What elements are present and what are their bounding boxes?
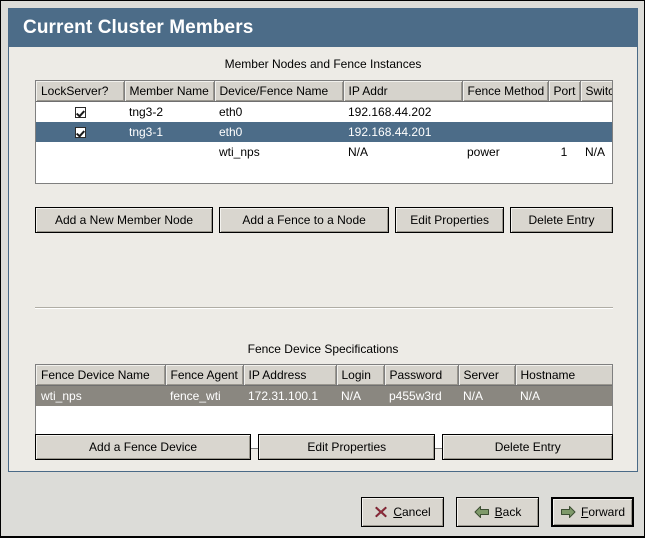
panel-body: Member Nodes and Fence Instances LockSer… (9, 47, 637, 471)
cell-fence-agent: fence_wti (165, 385, 243, 406)
column-header-hostname[interactable]: Hostname (515, 365, 612, 386)
cancel-mnemonic: C (393, 505, 402, 519)
add-fence-to-node-button[interactable]: Add a Fence to a Node (219, 207, 390, 233)
members-section-caption: Member Nodes and Fence Instances (224, 57, 422, 71)
member-nodes-grid: LockServer? Member Name Device/Fence Nam… (36, 81, 612, 162)
column-header-login[interactable]: Login (336, 365, 385, 386)
forward-rest: orward (588, 505, 626, 519)
fence-devices-grid: Fence Device Name Fence Agent IP Address… (36, 365, 612, 406)
cell-member-name: tng3-2 (129, 104, 164, 119)
page-title: Current Cluster Members (23, 17, 254, 38)
cell-fence-method (462, 121, 548, 142)
section-separator (35, 307, 613, 309)
cell-ip-addr: 192.168.44.201 (343, 121, 462, 142)
cell-lockserver[interactable] (36, 102, 124, 122)
add-fence-device-button[interactable]: Add a Fence Device (35, 434, 252, 460)
member-edit-properties-button[interactable]: Edit Properties (395, 207, 505, 233)
cell-fence-device-name: wti_nps (36, 385, 165, 406)
member-actions-toolbar: Add a New Member Node Add a Fence to a N… (35, 207, 613, 233)
cell-port (548, 102, 580, 122)
close-x-icon (374, 505, 388, 519)
cell-server: N/A (458, 385, 515, 406)
cell-lockserver[interactable] (36, 142, 124, 162)
cell-switch (580, 102, 612, 122)
cell-member-name (124, 142, 214, 162)
fence-devices-table[interactable]: Fence Device Name Fence Agent IP Address… (35, 364, 613, 449)
forward-button-label: Forward (581, 505, 625, 519)
cancel-button-label: Cancel (393, 505, 430, 519)
druid-panel: Current Cluster Members Member Nodes and… (8, 8, 638, 472)
column-header-password[interactable]: Password (384, 365, 459, 386)
column-header-device-fence-name[interactable]: Device/Fence Name (214, 81, 344, 102)
cell-member-name: tng3-1 (124, 121, 214, 142)
cell-device-fence-name: eth0 (219, 104, 243, 119)
column-header-ip-addr[interactable]: IP Addr (343, 81, 463, 102)
cell-switch (580, 121, 612, 142)
fence-edit-properties-button[interactable]: Edit Properties (258, 434, 436, 460)
cancel-button[interactable]: Cancel (361, 497, 444, 527)
fence-actions-toolbar: Add a Fence Device Edit Properties Delet… (35, 434, 613, 460)
lockserver-checkbox[interactable] (74, 107, 86, 119)
table-row[interactable]: tng3-2 eth0 192.168.44.202 (36, 102, 612, 122)
cell-password: p455w3rd (384, 385, 458, 406)
cell-fence-method (462, 102, 548, 122)
member-delete-entry-button[interactable]: Delete Entry (510, 207, 613, 233)
column-header-fence-device-name[interactable]: Fence Device Name (36, 365, 166, 386)
member-nodes-table[interactable]: LockServer? Member Name Device/Fence Nam… (35, 80, 613, 184)
back-button[interactable]: Back (456, 497, 539, 527)
cell-device-fence-name: eth0 (214, 121, 343, 142)
table-row[interactable]: tng3-1 eth0 192.168.44.201 (36, 121, 612, 142)
cell-fence-method: power (467, 144, 500, 159)
arrow-right-icon (560, 505, 576, 519)
forward-mnemonic: F (580, 505, 589, 519)
column-header-member-name[interactable]: Member Name (124, 81, 215, 102)
dialog-footer: Cancel Back Forward (1, 472, 645, 538)
cell-device-fence-name: wti_nps (219, 144, 260, 159)
cell-login: N/A (336, 385, 384, 406)
table-header-row: LockServer? Member Name Device/Fence Nam… (36, 81, 612, 102)
lockserver-checkbox[interactable] (74, 126, 86, 138)
cell-ip-addr: 192.168.44.202 (348, 104, 432, 119)
column-header-ip-address[interactable]: IP Address (243, 365, 337, 386)
cell-switch: N/A (585, 144, 606, 159)
cell-ip-address: 172.31.100.1 (243, 385, 336, 406)
forward-button[interactable]: Forward (551, 497, 634, 527)
fence-delete-entry-button[interactable]: Delete Entry (442, 434, 613, 460)
back-mnemonic: B (494, 505, 503, 519)
cell-port (548, 121, 580, 142)
cell-hostname: N/A (515, 385, 612, 406)
add-new-member-node-button[interactable]: Add a New Member Node (35, 207, 214, 233)
column-header-switch[interactable]: Switch (580, 81, 612, 102)
arrow-left-icon (474, 505, 490, 519)
cell-port: 1 (560, 144, 568, 159)
column-header-server[interactable]: Server (458, 365, 516, 386)
column-header-fence-agent[interactable]: Fence Agent (165, 365, 244, 386)
cancel-rest: ancel (401, 505, 431, 519)
column-header-lockserver[interactable]: LockServer? (36, 81, 125, 102)
back-rest: ack (502, 505, 522, 519)
cell-lockserver[interactable] (36, 121, 124, 142)
table-row[interactable]: wti_nps N/A power 1 N/A (36, 142, 612, 162)
navigation-buttons: Cancel Back Forward (361, 497, 634, 527)
column-header-fence-method[interactable]: Fence Method (462, 81, 549, 102)
fence-section-caption: Fence Device Specifications (247, 342, 399, 356)
table-row[interactable]: wti_nps fence_wti 172.31.100.1 N/A p455w… (36, 385, 612, 406)
back-button-label: Back (495, 505, 522, 519)
dialog-titlebar: Current Cluster Members (9, 9, 637, 47)
cell-ip-addr: N/A (348, 144, 369, 159)
table-header-row: Fence Device Name Fence Agent IP Address… (36, 365, 612, 386)
column-header-port[interactable]: Port (548, 81, 581, 102)
